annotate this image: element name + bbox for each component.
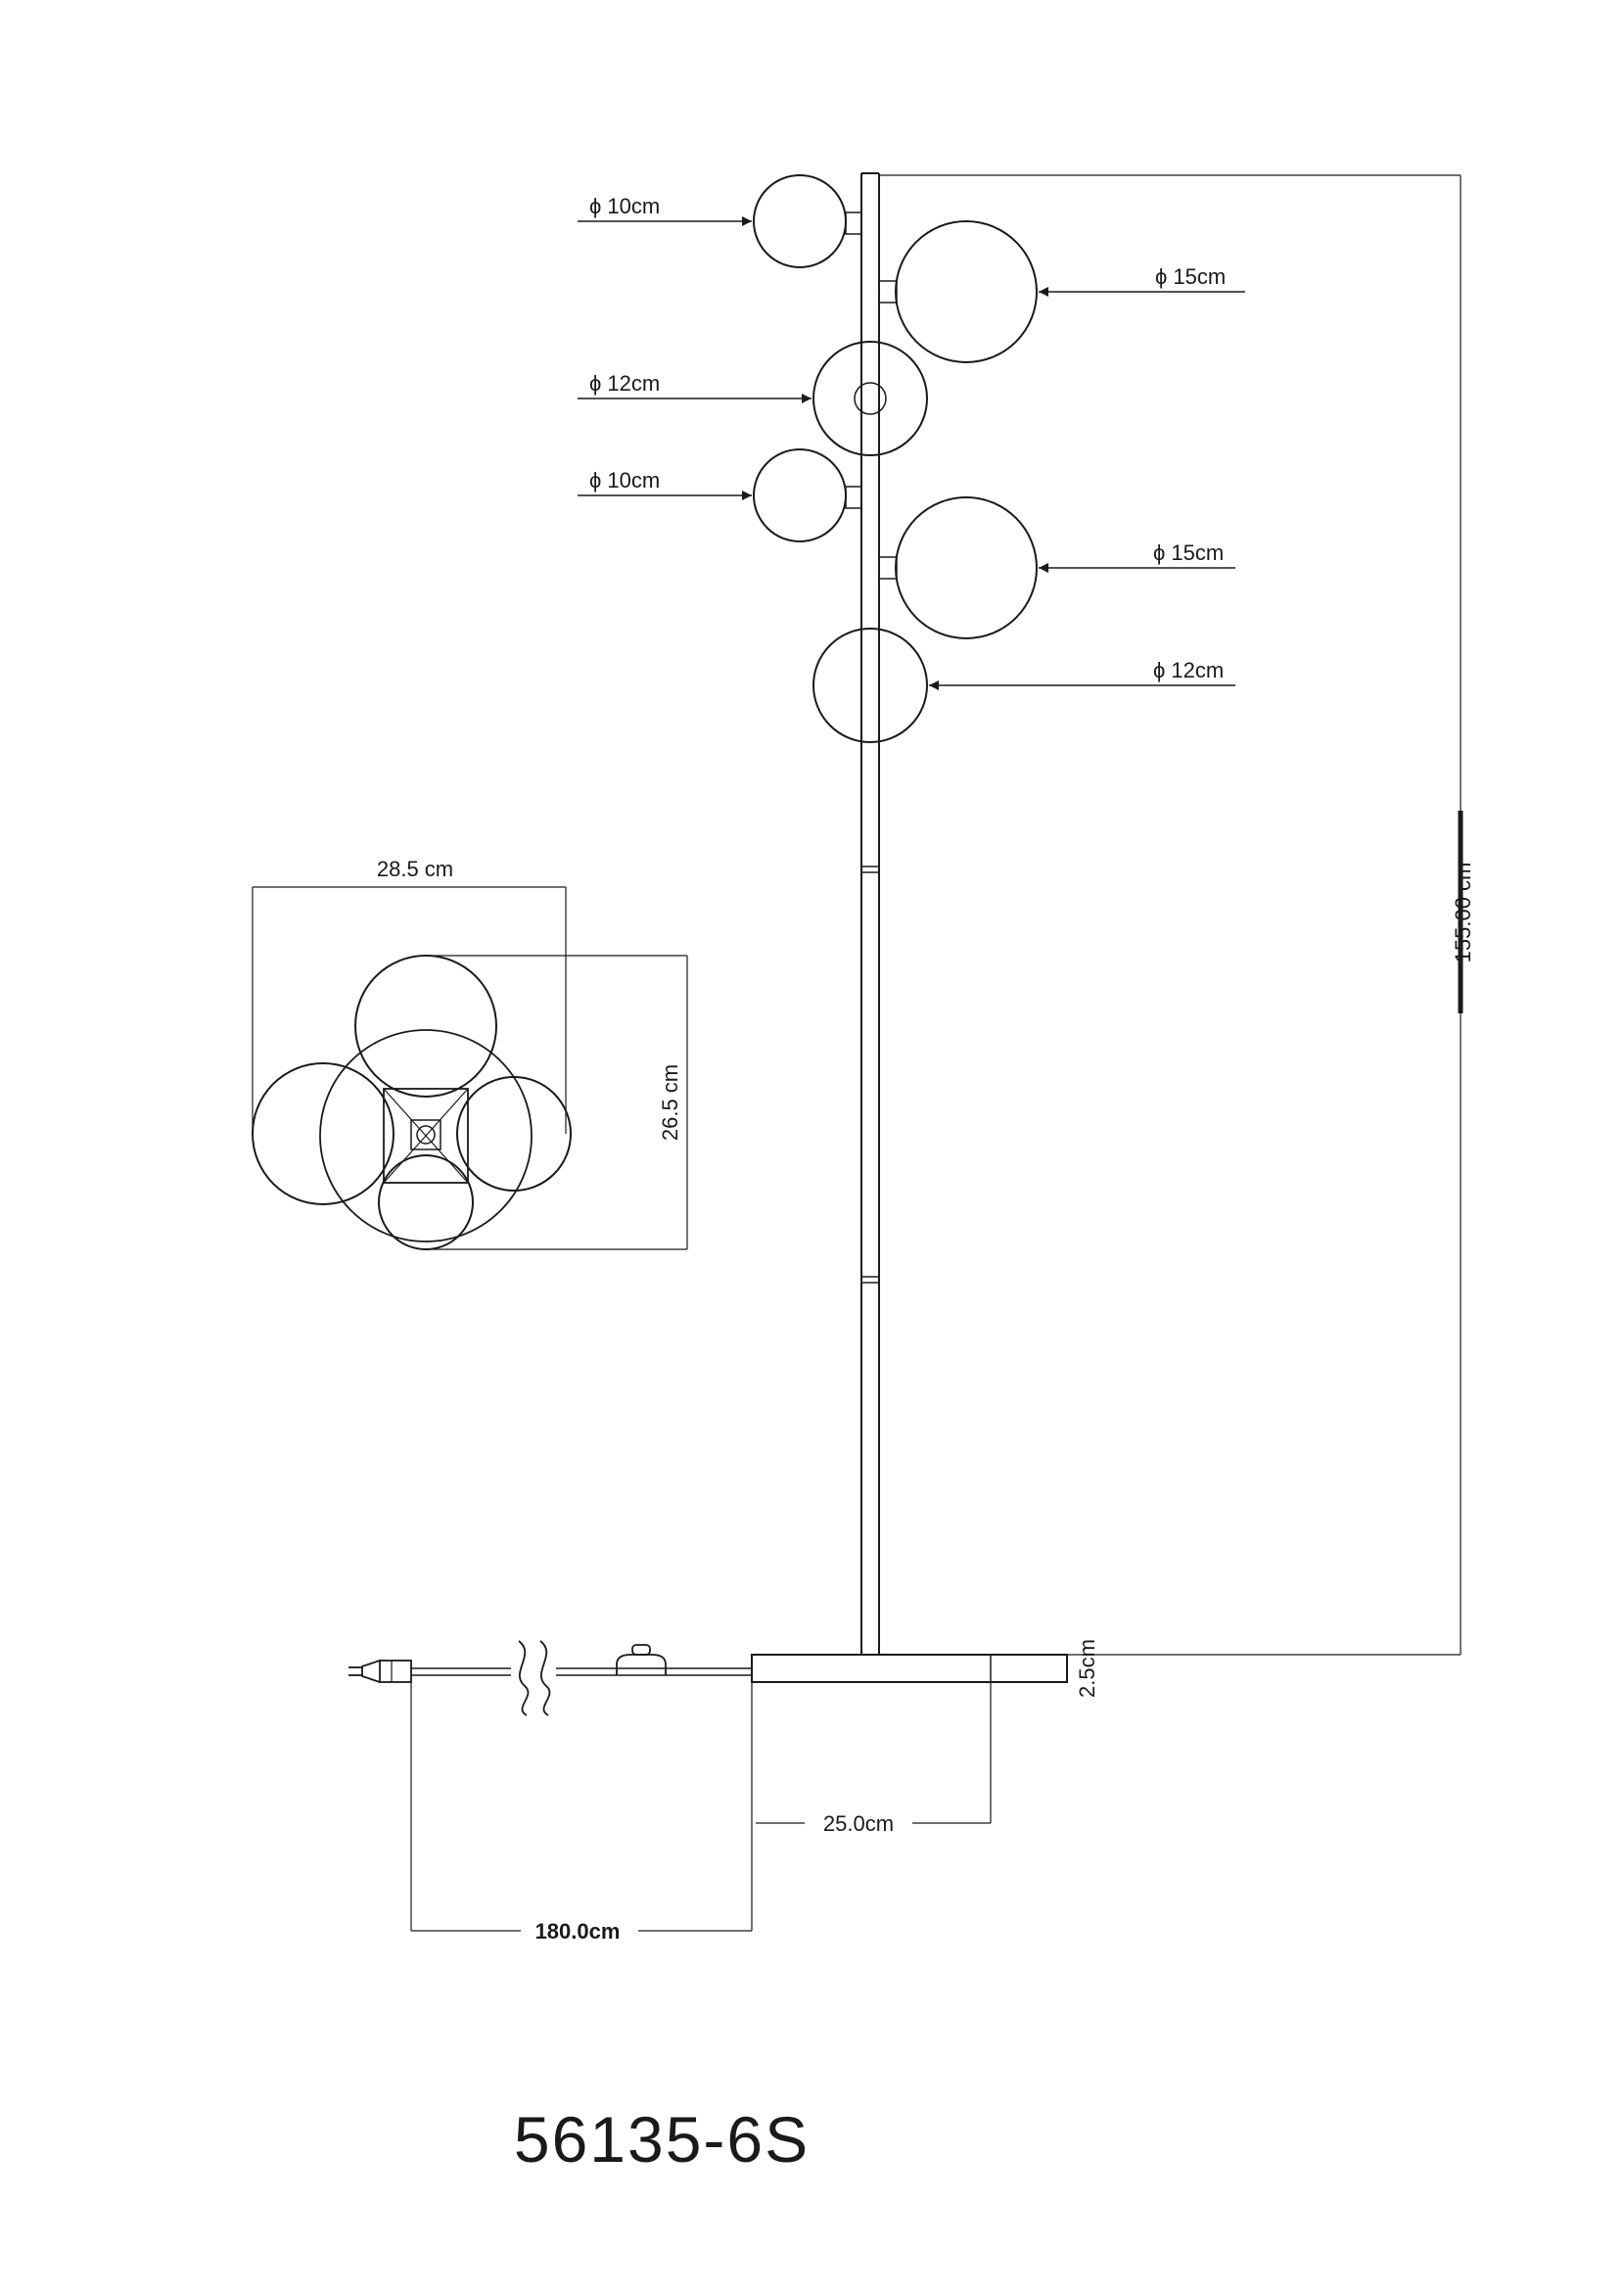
top-depth-label: 26.5 cm	[658, 1064, 682, 1141]
globe-diameter-label: ϕ 12cm	[1153, 658, 1224, 682]
lamp-pole	[860, 172, 880, 1655]
top-view-diagram	[252, 955, 572, 1250]
lamp-base	[751, 1654, 1461, 1683]
cable-length-label: 180.0cm	[535, 1919, 621, 1944]
globe-top-left	[753, 174, 862, 268]
dimension-base-thickness: 2.5cm	[1075, 1639, 1099, 1698]
top-width-label: 28.5 cm	[377, 857, 453, 881]
power-cable	[411, 1640, 752, 1716]
globe-diameter-label: ϕ 12cm	[589, 371, 660, 396]
callout-globe-mid-left-large: ϕ 12cm	[578, 371, 812, 403]
globe-mid-left-small	[753, 448, 862, 542]
globe-bottom	[812, 628, 928, 743]
power-plug	[348, 1660, 412, 1683]
callout-globe-top-right: ϕ 15cm	[1039, 264, 1245, 297]
dimension-base-width: 25.0cm	[751, 1682, 992, 1931]
globe-diameter-label: ϕ 15cm	[1155, 264, 1226, 289]
globe-diameter-label: ϕ 10cm	[589, 194, 660, 218]
globe-mid-right	[878, 496, 1038, 639]
base-thickness-label: 2.5cm	[1075, 1639, 1099, 1698]
globe-diameter-label: ϕ 15cm	[1153, 540, 1224, 565]
dimension-top-width: 28.5 cm	[252, 857, 567, 1134]
dimension-cable-length: 180.0cm	[410, 1682, 752, 1944]
globe-top-right	[878, 220, 1038, 363]
globe-diameter-label: ϕ 10cm	[589, 468, 660, 492]
dimension-total-height: 155.00 cm	[879, 174, 1475, 1655]
inline-switch	[616, 1644, 667, 1675]
callout-globe-mid-left-small: ϕ 10cm	[578, 468, 752, 500]
globe-mid-left-large	[812, 341, 928, 456]
callout-globe-bottom: ϕ 12cm	[929, 658, 1235, 690]
base-width-label: 25.0cm	[823, 1811, 894, 1836]
model-number: 56135-6S	[514, 2103, 810, 2176]
callout-globe-top-left: ϕ 10cm	[578, 194, 752, 226]
total-height-label: 155.00 cm	[1451, 863, 1475, 963]
dimension-top-depth: 26.5 cm	[426, 955, 688, 1250]
callout-globe-mid-right: ϕ 15cm	[1039, 540, 1235, 573]
